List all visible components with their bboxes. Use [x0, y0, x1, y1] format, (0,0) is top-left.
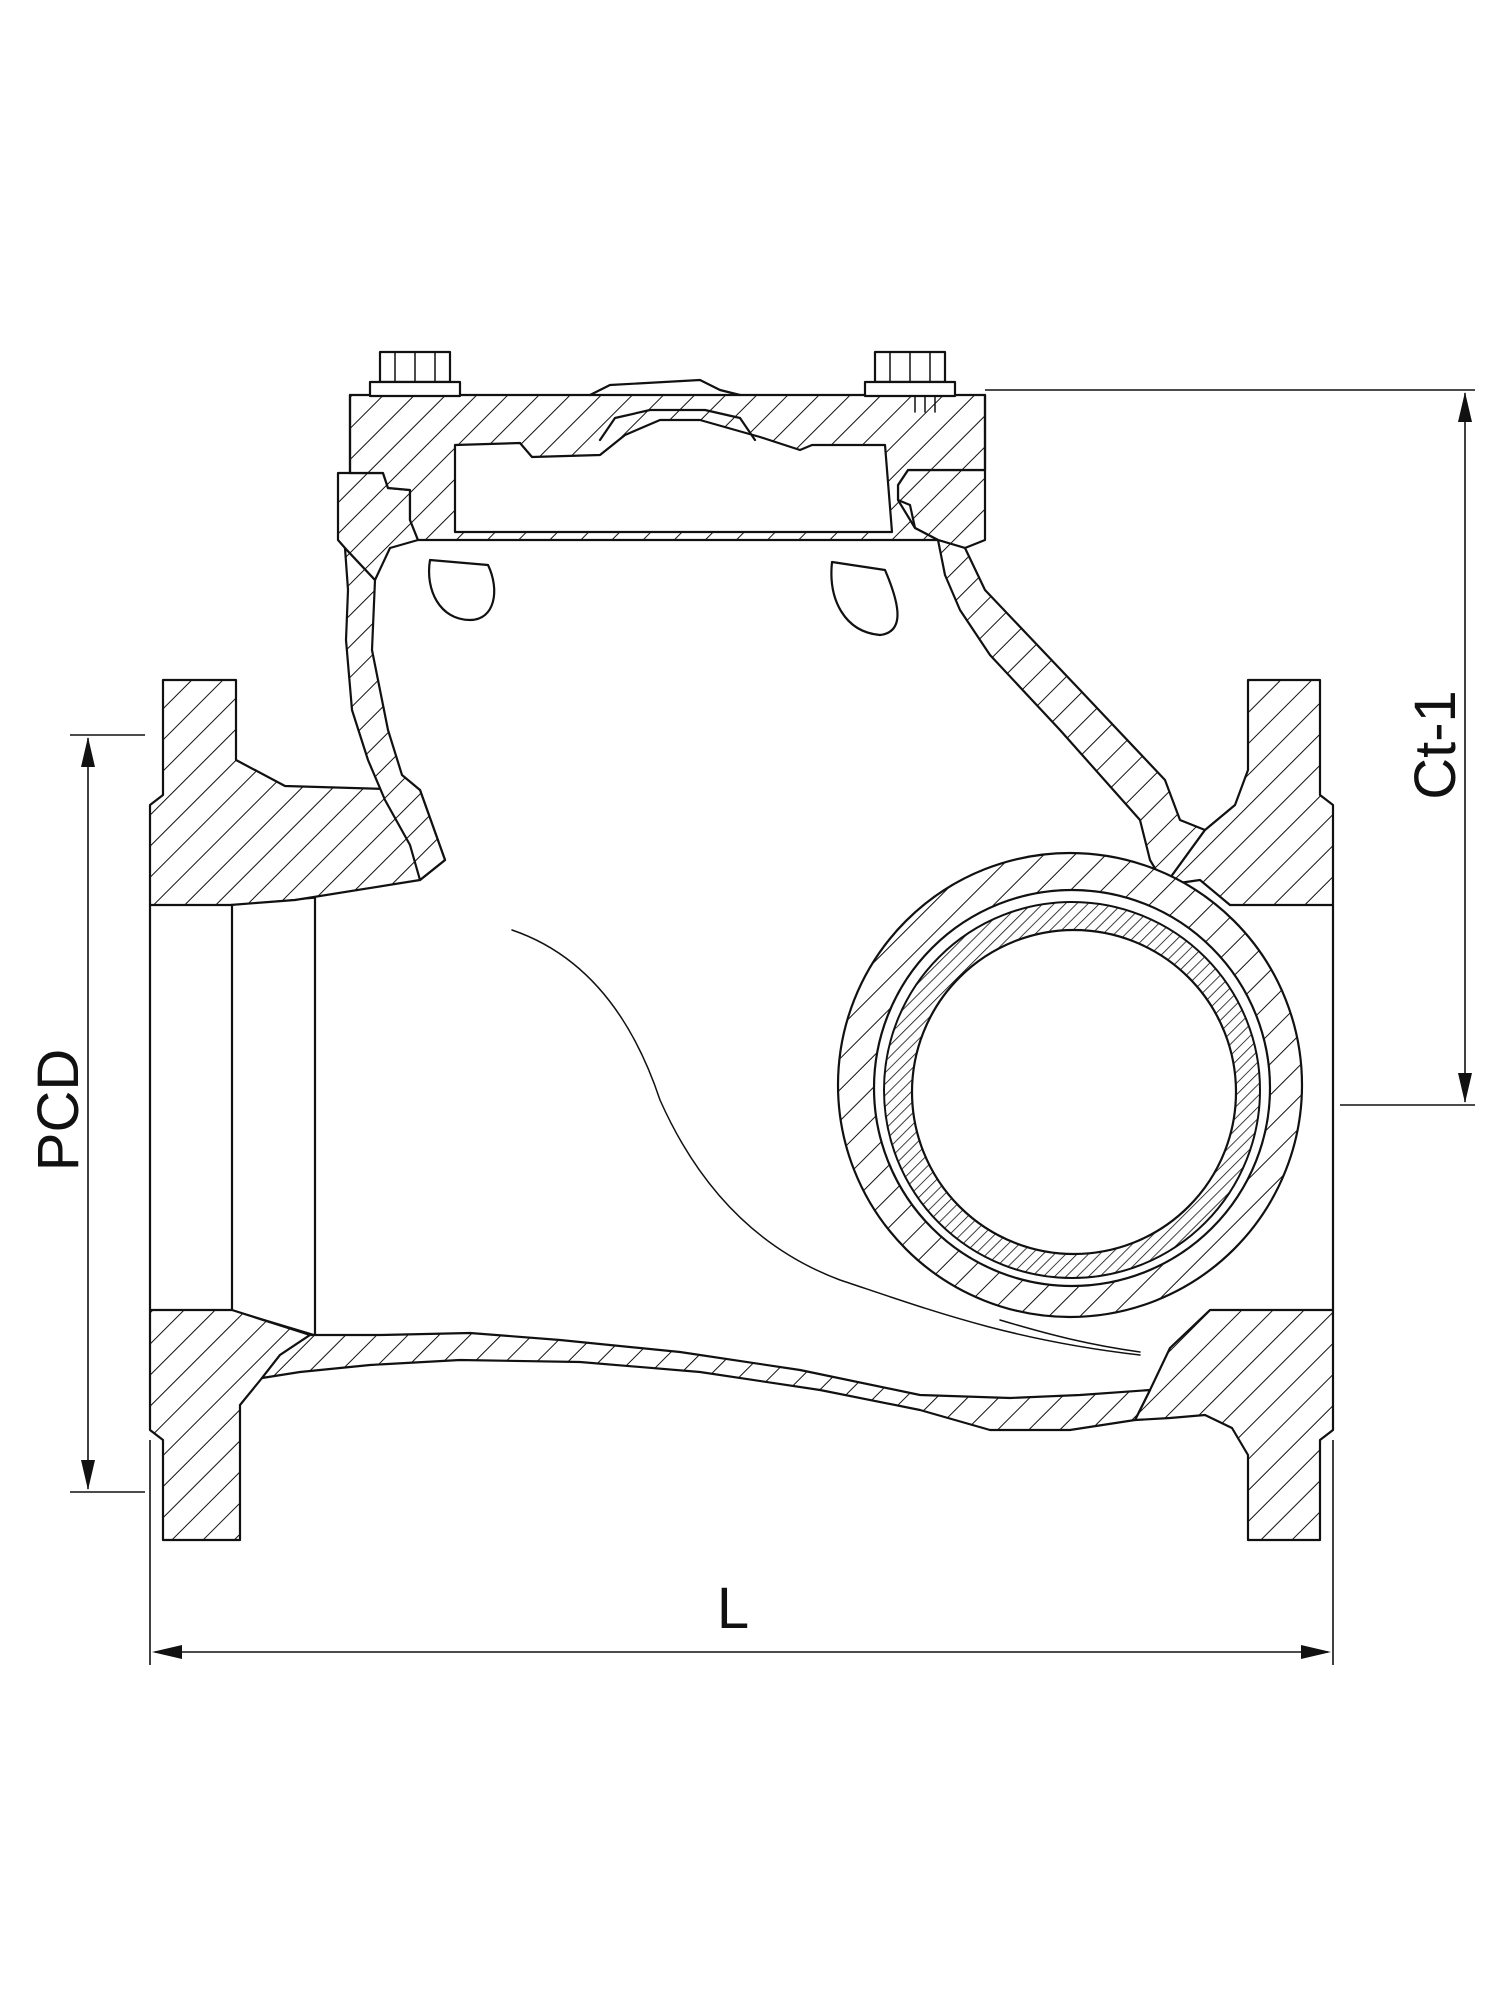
hinge-lugs — [427, 558, 899, 637]
body-upper-left-wall — [343, 546, 447, 882]
bolt-right — [863, 350, 957, 413]
body-bottom-wall — [260, 1331, 1152, 1432]
left-flange-lower — [148, 1308, 312, 1542]
dimension-centre-height: Ct-1 — [985, 389, 1475, 1106]
valve-body — [148, 468, 1335, 1542]
flow-contour-line — [511, 929, 1141, 1356]
cover-bolts — [368, 350, 957, 413]
dimension-pcd: PCD — [26, 734, 145, 1493]
bonnet-cover — [348, 378, 987, 542]
bonnet-boss-inner — [598, 408, 757, 442]
body-right-diagonal-wall — [936, 538, 1207, 887]
pcd-label: PCD — [26, 1049, 91, 1171]
left-port-bore — [148, 896, 317, 1337]
bonnet-cavity — [453, 418, 894, 534]
bonnet-boss — [588, 378, 742, 397]
bolt-left — [368, 350, 462, 398]
hinge-lug-right — [830, 560, 899, 637]
right-flange-lower — [1133, 1308, 1335, 1542]
valve-disc — [836, 851, 1304, 1319]
centre-height-label: Ct-1 — [1403, 690, 1468, 800]
disc-centre — [910, 928, 1238, 1256]
dimension-length: L — [149, 1440, 1334, 1665]
disc-arm-line — [999, 1319, 1141, 1353]
right-flange-upper — [1163, 678, 1335, 907]
length-label: L — [717, 1576, 749, 1641]
hinge-lug-left — [427, 558, 496, 622]
